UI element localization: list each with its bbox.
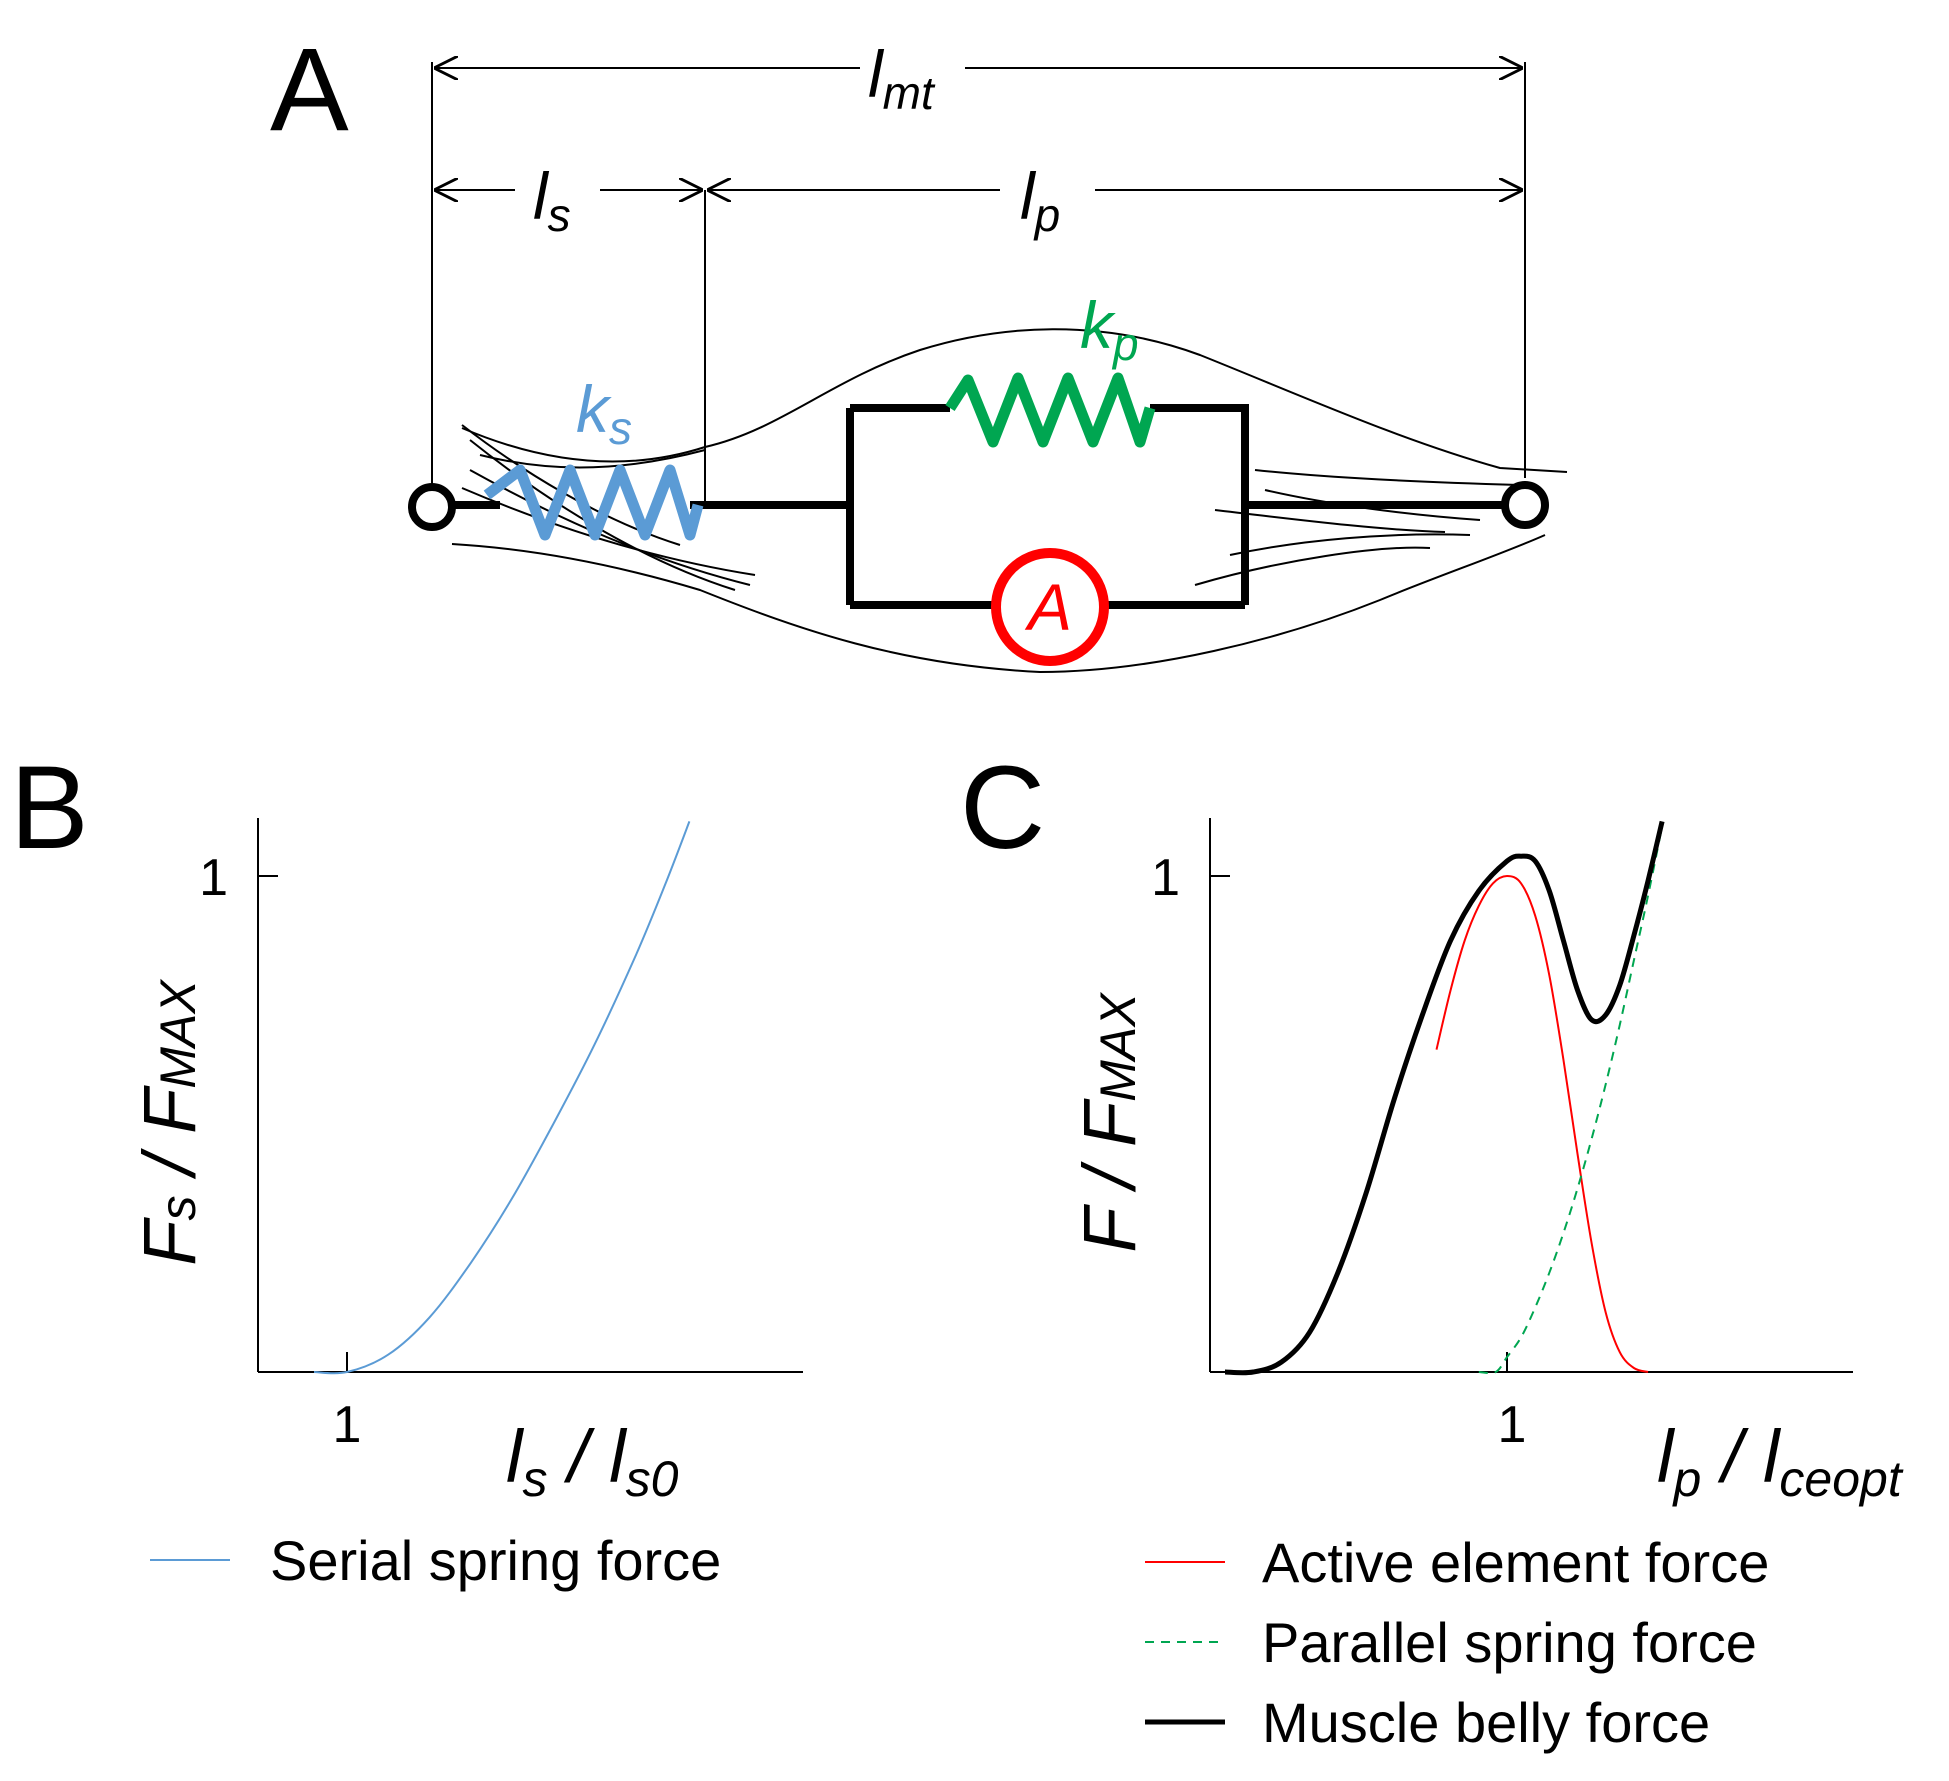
c-series-group	[1224, 820, 1665, 1376]
panel-letter-c: C	[960, 742, 1045, 874]
c-legend-label-belly: Muscle belly force	[1262, 1691, 1710, 1754]
dimension-lines	[431, 62, 1526, 505]
c-series-muscle-belly-force	[1224, 820, 1665, 1376]
panel-a-muscle-model: A lmt ls lp	[270, 24, 1568, 674]
c-legend-label-active: Active element force	[1262, 1531, 1769, 1594]
c-x-tick-label: 1	[1498, 1396, 1527, 1454]
active-element-circle	[991, 548, 1109, 666]
origin-node	[408, 483, 456, 531]
model-frame	[453, 404, 1502, 609]
c-legend-label-parallel: Parallel spring force	[1262, 1611, 1757, 1674]
c-y-tick-label: 1	[1151, 849, 1180, 907]
b-series-serial-spring-force	[313, 821, 691, 1375]
c-series-parallel-spring-force	[1478, 826, 1664, 1375]
b-x-axis-label: ls / ls0	[506, 1415, 679, 1507]
b-x-tick-label: 1	[333, 1396, 362, 1454]
panel-c-muscle-belly-chart: C 1 1 F / FMAX lp / lceopt Active elemen…	[960, 742, 1904, 1754]
b-y-tick-label: 1	[199, 849, 228, 907]
insertion-node	[1501, 481, 1549, 529]
active-element-label: A	[1024, 570, 1072, 644]
b-series-group	[313, 821, 691, 1375]
label-l-mt: lmt	[868, 37, 936, 119]
panel-letter-b: B	[10, 742, 89, 874]
label-k-s: ks	[576, 372, 632, 454]
label-l-s: ls	[533, 159, 571, 241]
parallel-spring-kp	[945, 372, 1156, 448]
panel-letter-a: A	[270, 24, 349, 156]
c-series-active-element-force	[1435, 875, 1649, 1373]
b-legend-label-serial: Serial spring force	[270, 1529, 721, 1592]
panel-b-serial-spring-chart: B 1 1 Fs / FMAX ls / ls0 Serial spring f…	[10, 742, 803, 1592]
label-l-p: lp	[1020, 159, 1060, 241]
c-y-axis-label: F / FMAX	[1068, 992, 1151, 1253]
label-k-p: kp	[1080, 288, 1139, 370]
serial-spring-ks	[483, 464, 704, 541]
b-y-axis-label: Fs / FMAX	[128, 979, 211, 1266]
c-x-axis-label: lp / lceopt	[1657, 1415, 1904, 1507]
